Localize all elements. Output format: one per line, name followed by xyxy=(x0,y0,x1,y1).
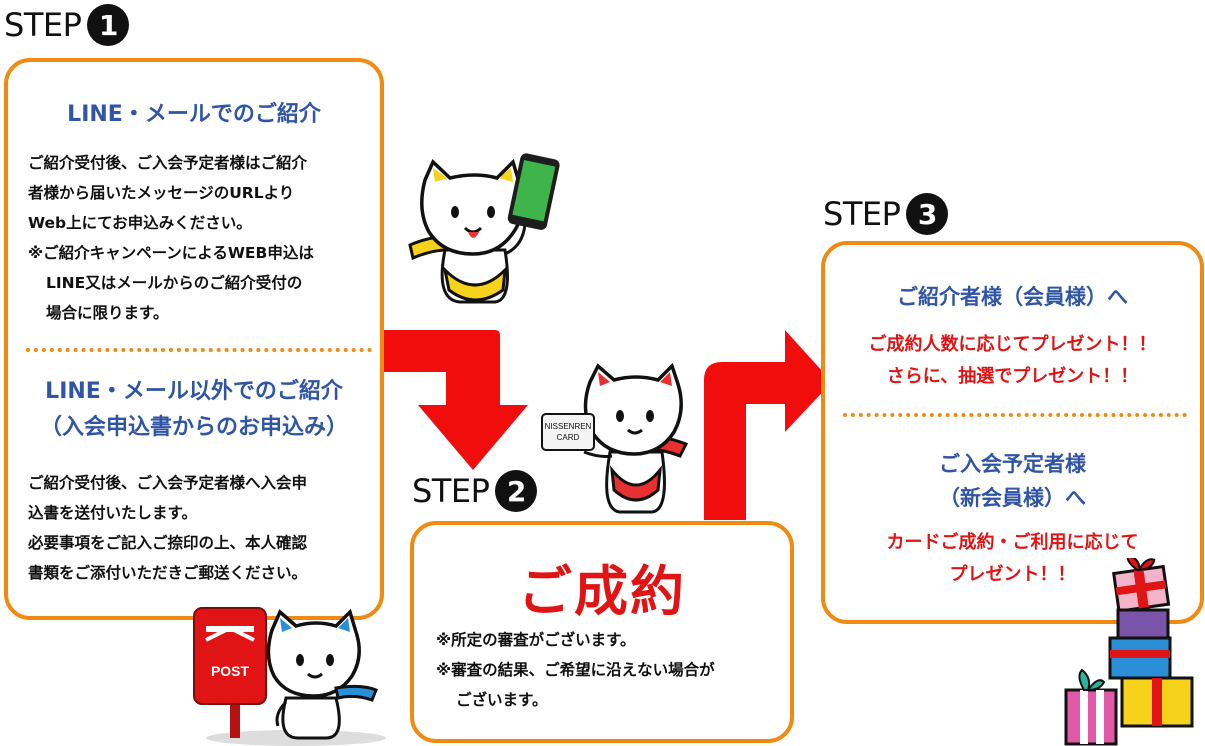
gift-boxes-illustration xyxy=(1064,558,1194,746)
card-text-line1: NISSENREN xyxy=(545,422,592,431)
step3-section2-text: カードご成約・ご利用に応じて プレゼント！！ xyxy=(825,527,1200,591)
step3-number-badge: 3 xyxy=(906,193,949,235)
text-line: ご紹介受付後、ご入会予定者様はご紹介 xyxy=(28,154,308,172)
step1-label-text: STEP xyxy=(4,6,82,44)
text-line: さらに、抽選でプレゼント！！ xyxy=(886,366,1139,387)
step2-label-text: STEP xyxy=(412,472,490,510)
step1-section2-title: LINE・メール以外でのご紹介 （入会申込書からのお申込み） xyxy=(8,374,380,446)
step3-box: ご紹介者様（会員様）へ ご成約人数に応じてプレゼント！！ さらに、抽選でプレゼン… xyxy=(821,241,1204,624)
step2-box: ご成約 ※所定の審査がございます。 ※審査の結果、ご希望に沿えない場合が ござい… xyxy=(410,521,794,743)
title-line: ご入会予定者様 xyxy=(939,452,1086,476)
step3-section2-title: ご入会予定者様 （新会員様）へ xyxy=(825,447,1200,515)
step1-section2-text: ご紹介受付後、ご入会予定者様へ入会申 込書を送付いたします。 必要事項をご記入ご… xyxy=(28,468,378,588)
text-line: LINE又はメールからのご紹介受付の xyxy=(46,274,303,292)
step1-section1-title: LINE・メールでのご紹介 xyxy=(67,102,321,127)
text-line: 必要事項をご記入ご捺印の上、本人確認 xyxy=(28,534,308,552)
text-line: 場合に限ります。 xyxy=(46,304,169,322)
step3-section1-text: ご成約人数に応じてプレゼント！！ さらに、抽選でプレゼント！！ xyxy=(825,329,1200,393)
text-line: Web上にてお申込みください。 xyxy=(28,214,252,232)
title-line: （入会申込書からのお申込み） xyxy=(39,415,348,440)
card-text-line2: CARD xyxy=(557,433,580,442)
text-line: ※審査の結果、ご希望に沿えない場合が xyxy=(436,661,715,679)
text-line: 者様から届いたメッセージのURLより xyxy=(28,184,295,202)
step3-section1-title: ご紹介者様（会員様）へ xyxy=(897,285,1128,309)
step3-label-text: STEP xyxy=(823,195,901,233)
nissenren-card xyxy=(541,413,595,451)
text-line: ご紹介受付後、ご入会予定者様へ入会申 xyxy=(28,474,308,492)
title-line: （新会員様）へ xyxy=(939,486,1086,510)
text-line: ご成約人数に応じてプレゼント！！ xyxy=(868,334,1157,355)
title-line: LINE・メール以外でのご紹介 xyxy=(45,379,343,404)
step3-label: STEP 3 xyxy=(823,193,949,235)
cat-with-smartphone-illustration xyxy=(408,153,560,304)
cat-with-card-illustration: NISSENREN CARD xyxy=(541,362,689,514)
step1-box: LINE・メールでのご紹介 ご紹介受付後、ご入会予定者様はご紹介 者様から届いた… xyxy=(4,58,384,620)
text-line: プレゼント！！ xyxy=(949,564,1076,585)
text-line: ※ご紹介キャンペーンによるWEB申込は xyxy=(28,244,314,262)
step2-label: STEP 2 xyxy=(412,470,538,512)
text-line: 書類をご添付いただきご郵送ください。 xyxy=(28,564,308,582)
step3-divider xyxy=(843,413,1187,417)
postbox-cat-illustration: POST xyxy=(193,607,386,746)
arrow-step2-to-step3 xyxy=(704,330,832,520)
text-line: ※所定の審査がございます。 xyxy=(436,631,636,649)
step2-notes: ※所定の審査がございます。 ※審査の結果、ご希望に沿えない場合が ございます。 xyxy=(436,625,786,715)
text-line: カードご成約・ご利用に応じて xyxy=(886,532,1139,553)
step1-divider xyxy=(26,348,372,352)
step2-number-badge: 2 xyxy=(495,470,538,512)
text-line: ございます。 xyxy=(456,691,548,709)
step1-number-badge: 1 xyxy=(87,4,130,46)
arrow-step1-to-step2 xyxy=(380,330,528,470)
text-line: 込書を送付いたします。 xyxy=(28,504,197,522)
step2-headline: ご成約 xyxy=(518,560,686,623)
step1-label: STEP 1 xyxy=(4,4,130,46)
step1-section1-text: ご紹介受付後、ご入会予定者様はご紹介 者様から届いたメッセージのURLより We… xyxy=(28,148,378,328)
post-label: POST xyxy=(211,663,250,679)
